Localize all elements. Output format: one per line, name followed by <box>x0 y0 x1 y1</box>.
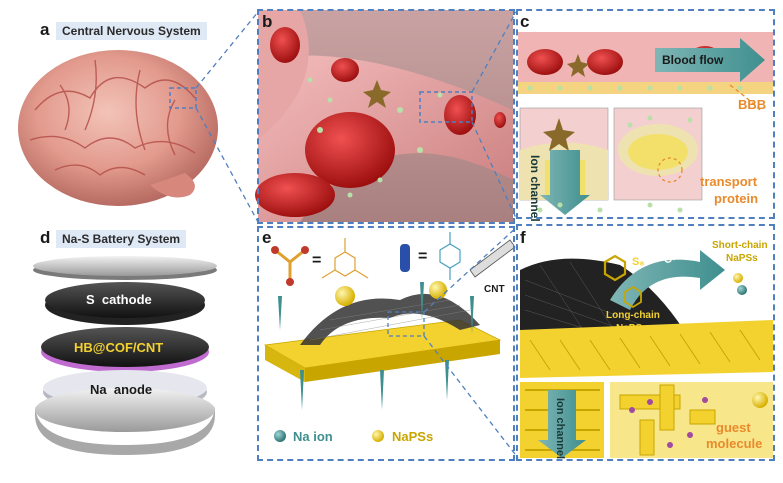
na-anode-label: Na anode <box>90 382 153 397</box>
panel-d-title: Na-S Battery System <box>56 230 187 248</box>
bbb-illustration <box>518 32 773 215</box>
short-chain-label-2: NaPSs <box>726 253 758 264</box>
charge-mechanism <box>520 250 773 458</box>
connector-e-f-top <box>423 225 519 313</box>
equals-sign-1: = <box>312 252 322 269</box>
short-chain-label-1: Short-chain <box>712 240 768 251</box>
connector-e-f-bottom <box>423 335 519 459</box>
long-chain-label-2: NaPSs <box>616 323 648 334</box>
equals-sign-2: = <box>418 248 428 265</box>
panel-e-frame <box>257 226 515 461</box>
connector-a-b-bottom <box>195 107 259 223</box>
battery-stack <box>33 256 217 455</box>
hb-cof-cnt-label: HB@COF/CNT <box>74 340 164 355</box>
molecule-label: molecule <box>706 436 763 451</box>
panel-a-letter: a <box>40 20 50 39</box>
protein-label: protein <box>714 191 759 206</box>
panel-b-frame <box>257 9 515 224</box>
napss-legend-label: NaPSs <box>392 429 434 444</box>
panel-f-letter: f <box>520 228 526 247</box>
bbb-label: BBB <box>738 97 767 112</box>
panel-c-frame <box>516 9 775 219</box>
panel-d-letter: d <box>40 228 51 247</box>
s-cathode-label: S cathode <box>86 292 152 307</box>
s8-label: S₈ <box>632 256 645 268</box>
connector-a-b-top <box>195 11 259 89</box>
long-chain-label-1: Long-chain <box>606 310 660 321</box>
panel-a-title: Central Nervous System <box>56 22 207 40</box>
na-ion-legend-label: Na ion <box>293 429 333 444</box>
brain-illustration <box>18 50 218 206</box>
panel-f-frame <box>516 224 775 461</box>
guest-label: guest <box>716 420 751 435</box>
cof-schematic <box>263 232 516 442</box>
panel-c-letter: c <box>520 12 530 31</box>
ion-channel-label-c: Ion channel <box>528 155 542 222</box>
panel-e-letter: e <box>262 228 272 247</box>
cnt-label: CNT <box>484 284 505 295</box>
transport-label: transport <box>700 174 758 189</box>
vessel-illustration <box>255 10 513 222</box>
connector-b-c-top <box>471 11 517 93</box>
panel-b-letter: b <box>262 12 273 31</box>
blood-flow-label: Blood flow <box>662 53 724 67</box>
ion-channel-label-f: Ion channel <box>554 398 566 460</box>
